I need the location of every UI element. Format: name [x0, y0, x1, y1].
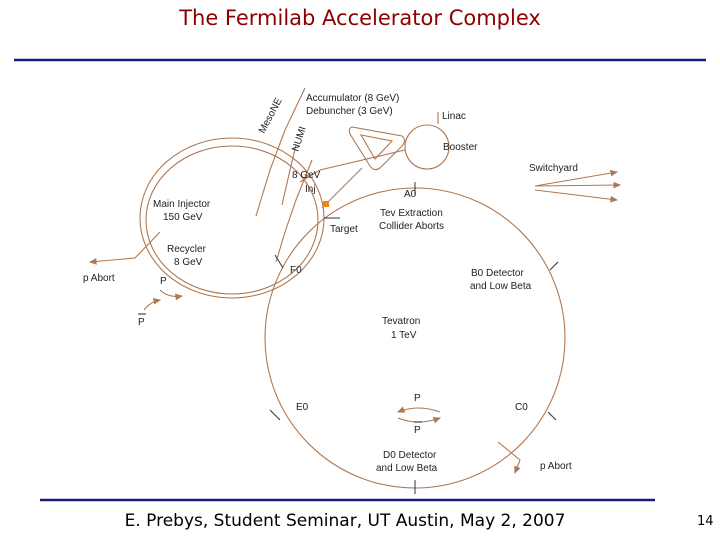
booster-ring: [404, 124, 450, 170]
label-switchyard: Switchyard: [529, 163, 578, 174]
label-numi: NUMI: [290, 125, 308, 153]
label-pbar-left: P: [138, 317, 145, 328]
pbar-arrow-center: [397, 417, 442, 424]
slide-title: The Fermilab Accelerator Complex: [179, 6, 541, 30]
tick-f0: [274, 254, 284, 269]
p-abort-right-line: [497, 441, 521, 475]
label-tev-extraction: Tev Extraction: [380, 208, 443, 219]
label-main-injector-energy: 150 GeV: [163, 212, 203, 223]
numi-line: [281, 144, 297, 206]
label-d0-low-beta: and Low Beta: [376, 463, 438, 474]
switchyard-line-2: [534, 189, 619, 203]
footer-text: E. Prebys, Student Seminar, UT Austin, M…: [124, 511, 566, 531]
meson-line: [255, 87, 306, 217]
label-a0: A0: [404, 189, 417, 200]
switchyard-line: [534, 181, 622, 189]
page-number: 14: [697, 514, 714, 529]
label-p-abort-left: p Abort: [83, 273, 115, 284]
label-inj: Inj: [305, 184, 316, 195]
label-c0: C0: [515, 402, 528, 413]
label-meson: MesoNE: [257, 96, 285, 135]
label-p-center: P: [414, 393, 421, 404]
label-p-left: P: [160, 276, 167, 287]
accumulator-ring: [359, 134, 394, 160]
label-f0: F0: [290, 265, 302, 276]
label-collider-aborts: Collider Aborts: [379, 221, 444, 232]
target-marker: [323, 201, 329, 207]
injection-line: [275, 159, 313, 263]
p-arrow-left: [159, 289, 184, 301]
label-tevatron: Tevatron: [382, 316, 420, 327]
label-recycler: Recycler: [167, 244, 207, 255]
label-tevatron-energy: 1 TeV: [391, 330, 417, 341]
label-e0: E0: [296, 402, 309, 413]
tick-b0: [549, 261, 559, 271]
p-arrow-center: [396, 406, 441, 413]
label-b0-low-beta: and Low Beta: [470, 281, 532, 292]
label-p-abort-right: p Abort: [540, 461, 572, 472]
label-recycler-energy: 8 GeV: [174, 257, 203, 268]
label-b0-detector: B0 Detector: [471, 268, 524, 279]
tick-c0: [547, 411, 557, 421]
p-abort-left-line: [88, 231, 161, 265]
debuncher-ring: [348, 126, 406, 171]
switchyard-line-3: [534, 169, 619, 187]
recycler-ring: [145, 145, 319, 295]
pbar-arrow-left: [143, 298, 162, 311]
booster-transfer-line: [299, 149, 406, 183]
label-accumulator: Accumulator (8 GeV): [306, 93, 399, 104]
label-booster: Booster: [443, 142, 478, 153]
label-target: Target: [330, 224, 358, 235]
label-main-injector: Main Injector: [153, 199, 211, 210]
tick-e0: [269, 409, 281, 421]
label-linac: Linac: [442, 111, 466, 122]
label-debuncher: Debuncher (3 GeV): [306, 106, 393, 117]
label-inj-energy: 8 GeV: [292, 170, 321, 181]
label-pbar-center: P: [414, 425, 421, 436]
label-d0-detector: D0 Detector: [383, 450, 437, 461]
